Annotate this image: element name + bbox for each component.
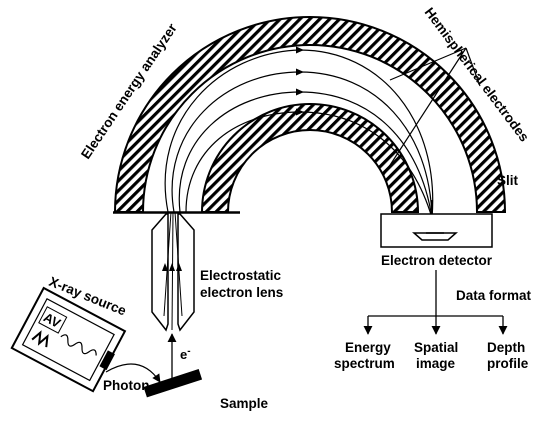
electron-symbol-letter: e xyxy=(180,347,187,362)
xray-source: AV xyxy=(10,286,127,393)
photon-label: Photon xyxy=(103,378,150,393)
electrostatic-lens xyxy=(151,213,195,332)
electron-charge: - xyxy=(187,346,190,357)
lens-label-line1: Electrostatic xyxy=(200,268,282,283)
photon-arrow xyxy=(105,363,161,383)
energy-spectrum-label-line1: Energy xyxy=(345,340,391,355)
inner-hemisphere-electrode xyxy=(200,103,420,213)
sample-label: Sample xyxy=(220,396,269,411)
data-format-label: Data format xyxy=(456,288,532,303)
outer-hemisphere-electrode xyxy=(113,16,507,213)
depth-profile-label-line2: profile xyxy=(487,356,529,371)
sample-plate xyxy=(143,369,203,398)
detector-element xyxy=(412,232,458,241)
xray-source-av-symbol: AV xyxy=(41,310,63,331)
spatial-image-label-line1: Spatial xyxy=(414,340,458,355)
trajectory-arrows xyxy=(296,46,304,116)
electron-symbol: e- xyxy=(180,346,191,362)
depth-profile-label-line1: Depth xyxy=(487,340,525,355)
electrode-pointers xyxy=(382,47,481,177)
electron-detector-box xyxy=(380,213,493,248)
spatial-image-label-line2: image xyxy=(416,356,456,371)
lens-label-line2: electron lens xyxy=(200,285,283,300)
lens-arrows xyxy=(162,263,182,271)
detector-label: Electron detector xyxy=(381,253,493,268)
energy-spectrum-label-line2: spectrum xyxy=(334,356,395,371)
slit-label: Slit xyxy=(497,173,519,188)
